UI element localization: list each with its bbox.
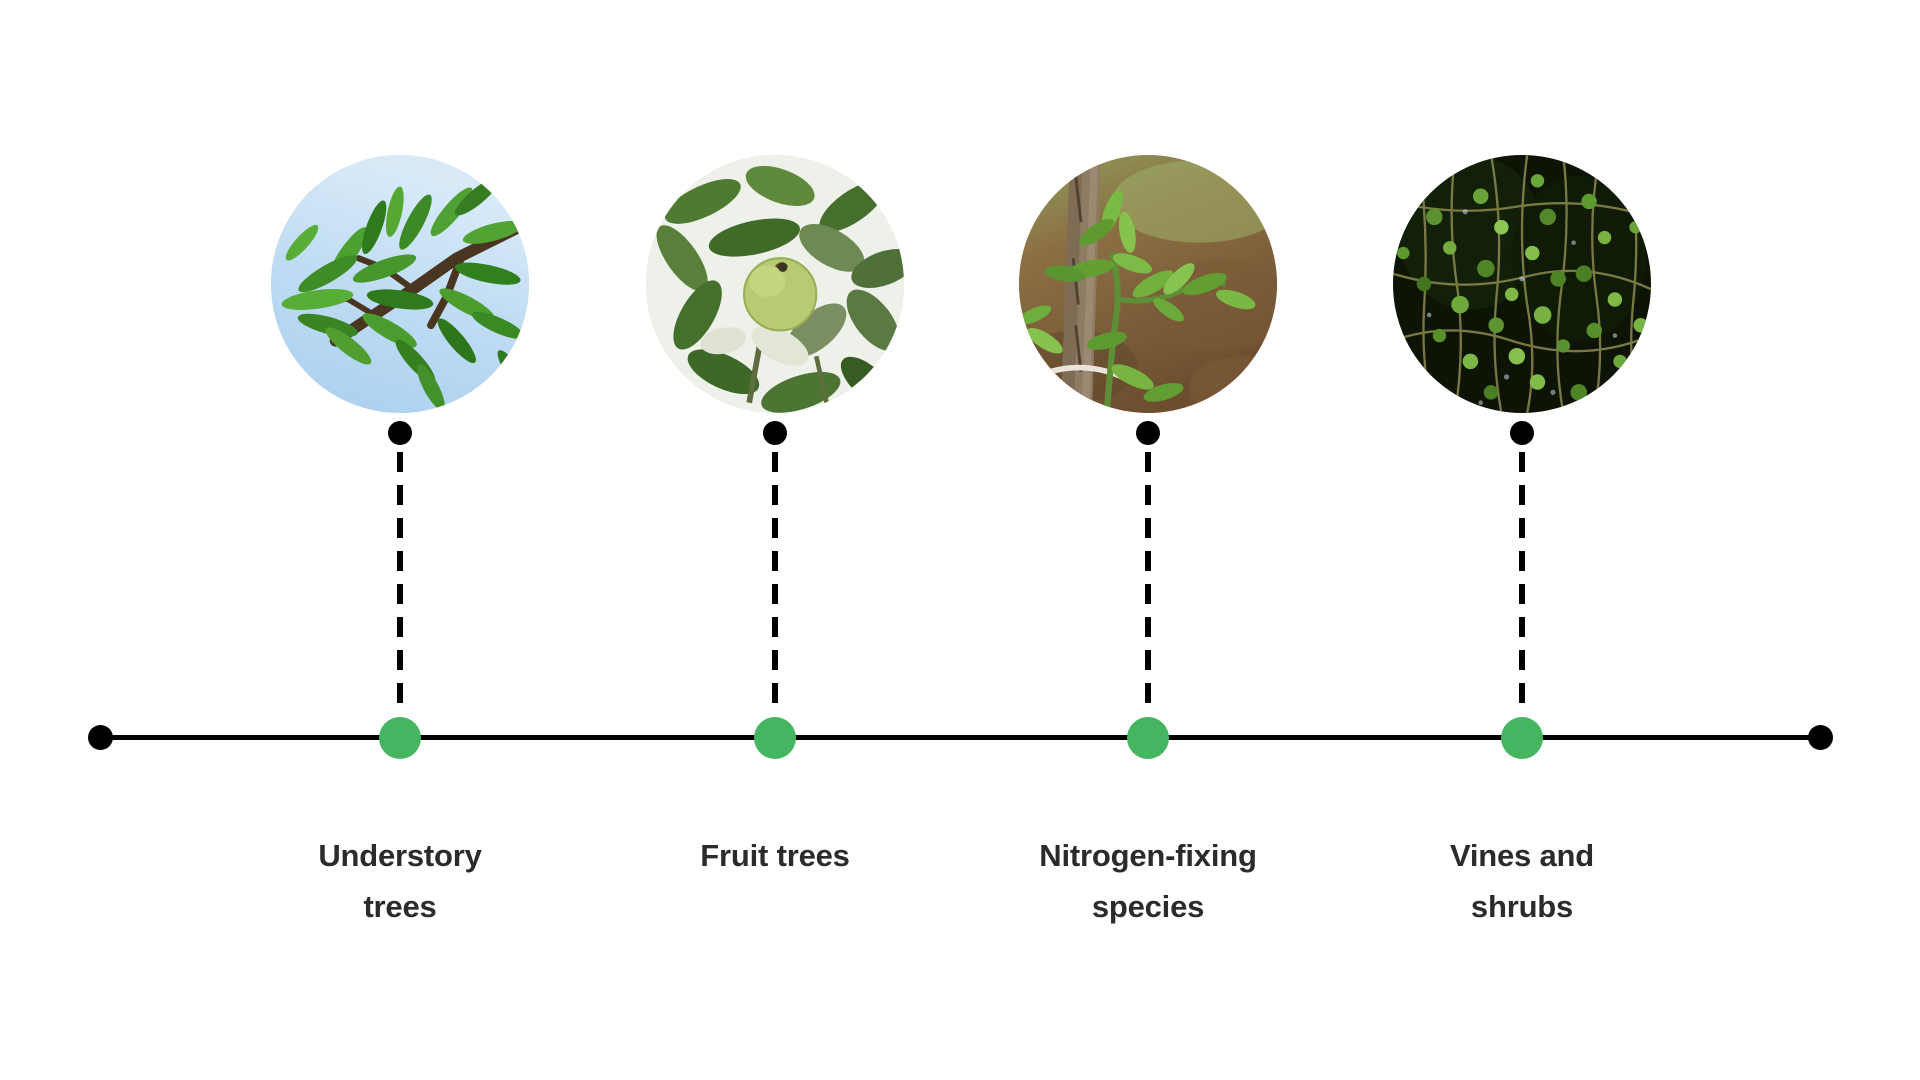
node-label-nitrogen-fixing-species: Nitrogen-fixing species bbox=[1039, 838, 1257, 924]
dashed-connector-line bbox=[1519, 452, 1525, 716]
timeline-axis bbox=[100, 735, 1820, 740]
timeline-node-vines-and-shrubs[interactable]: Vines and shrubs bbox=[1332, 0, 1712, 1080]
milestone-dot-fruit-trees[interactable] bbox=[754, 717, 796, 759]
dashed-connector-line bbox=[1145, 452, 1151, 716]
node-label-fruit-trees: Fruit trees bbox=[700, 838, 850, 873]
node-label-vines-and-shrubs: Vines and shrubs bbox=[1449, 838, 1595, 924]
milestone-dot-understory-trees[interactable] bbox=[379, 717, 421, 759]
node-marker-dot bbox=[388, 421, 412, 445]
node-label-understory-trees: Understory trees bbox=[318, 838, 482, 924]
axis-end-dot bbox=[1808, 725, 1833, 750]
nitrogen-fixing-species-photo bbox=[1019, 155, 1277, 413]
milestone-dot-nitrogen-fixing-species[interactable] bbox=[1127, 717, 1169, 759]
milestone-dot-vines-and-shrubs[interactable] bbox=[1501, 717, 1543, 759]
dashed-connector-line bbox=[397, 452, 403, 716]
understory-trees-photo bbox=[271, 155, 529, 413]
timeline-node-fruit-trees[interactable]: Fruit trees bbox=[585, 0, 965, 1080]
fruit-trees-photo bbox=[646, 155, 904, 413]
timeline-node-nitrogen-fixing-species[interactable]: Nitrogen-fixing species bbox=[958, 0, 1338, 1080]
node-marker-dot bbox=[1136, 421, 1160, 445]
dashed-connector-line bbox=[772, 452, 778, 716]
node-marker-dot bbox=[1510, 421, 1534, 445]
axis-start-dot bbox=[88, 725, 113, 750]
node-marker-dot bbox=[763, 421, 787, 445]
vines-and-shrubs-photo bbox=[1393, 155, 1651, 413]
timeline-node-understory-trees[interactable]: Understory trees bbox=[210, 0, 590, 1080]
